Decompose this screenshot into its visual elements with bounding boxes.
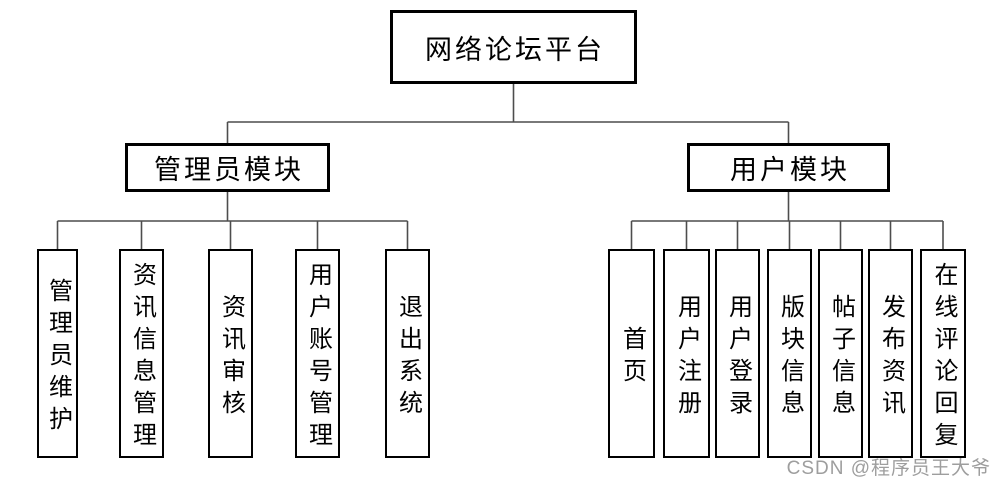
node-admin-module: 管理员模块 [125,143,330,192]
node-info-management: 资讯信息管理 [119,249,164,458]
node-user-module: 用户模块 [687,143,890,192]
node-user-register: 用户注册 [663,249,710,458]
node-admin-maintain: 管理员维护 [37,249,78,458]
csdn-watermark: CSDN @程序员王大爷 [786,458,991,479]
node-user-login: 用户登录 [715,249,760,458]
node-publish-info: 发布资讯 [868,249,913,458]
node-root-platform: 网络论坛平台 [390,10,637,84]
node-exit-system: 退出系统 [385,249,430,458]
node-home: 首页 [608,249,655,458]
node-account-management: 用户账号管理 [295,249,340,458]
node-post-info: 帖子信息 [818,249,863,458]
node-board-info: 版块信息 [767,249,812,458]
node-info-review: 资讯审核 [208,249,253,458]
node-comment-reply: 在线评论回复 [920,249,966,458]
